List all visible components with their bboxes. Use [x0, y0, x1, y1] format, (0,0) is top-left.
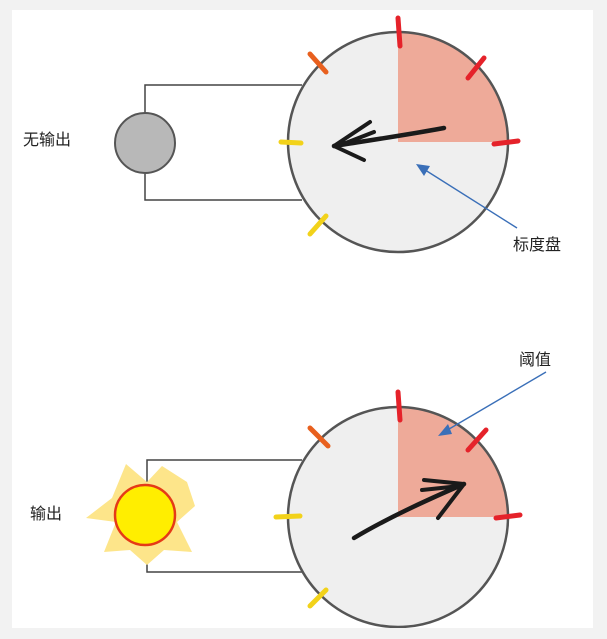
top-tick-red-diag	[465, 55, 487, 81]
top-tick-red-top	[395, 15, 403, 49]
dial-annotation-line	[421, 167, 518, 229]
bottom-tick-red-right	[493, 512, 523, 521]
top-tick-red-right	[491, 138, 521, 147]
top-threshold-zone	[398, 32, 508, 142]
dial-label: 标度盘	[513, 235, 562, 254]
diagram-canvas: 无输出 标度盘 阈值 输出	[12, 10, 593, 628]
top-wire-lower	[144, 174, 302, 201]
top-wire-upper	[144, 84, 302, 113]
no-output-label: 无输出	[23, 130, 72, 149]
threshold-annotation-line	[443, 371, 547, 433]
diagram-svg	[86, 15, 547, 628]
lit-lamp	[113, 483, 177, 547]
bottom-tick-red-top	[395, 389, 403, 423]
top-tick-orange	[307, 51, 329, 75]
top-tick-yellow-lower	[307, 213, 329, 237]
bottom-panel	[86, 371, 547, 628]
threshold-annotation-arrowhead	[438, 424, 452, 436]
output-label: 输出	[30, 504, 63, 523]
bottom-dial-pointer	[351, 478, 467, 541]
bottom-wire-upper	[146, 459, 302, 488]
bottom-tick-yellow-lower	[307, 587, 329, 609]
bottom-wire-lower	[146, 548, 302, 573]
bottom-tick-yellow-left	[273, 513, 303, 520]
unlit-lamp	[114, 112, 176, 174]
bottom-tick-red-diag	[465, 427, 489, 453]
top-tick-yellow-left	[278, 139, 304, 146]
bottom-tick-orange	[307, 425, 331, 449]
threshold-label: 阈值	[519, 350, 552, 369]
dial-annotation-arrowhead	[416, 164, 430, 176]
top-dial-pointer	[331, 120, 447, 162]
top-panel	[114, 15, 521, 254]
